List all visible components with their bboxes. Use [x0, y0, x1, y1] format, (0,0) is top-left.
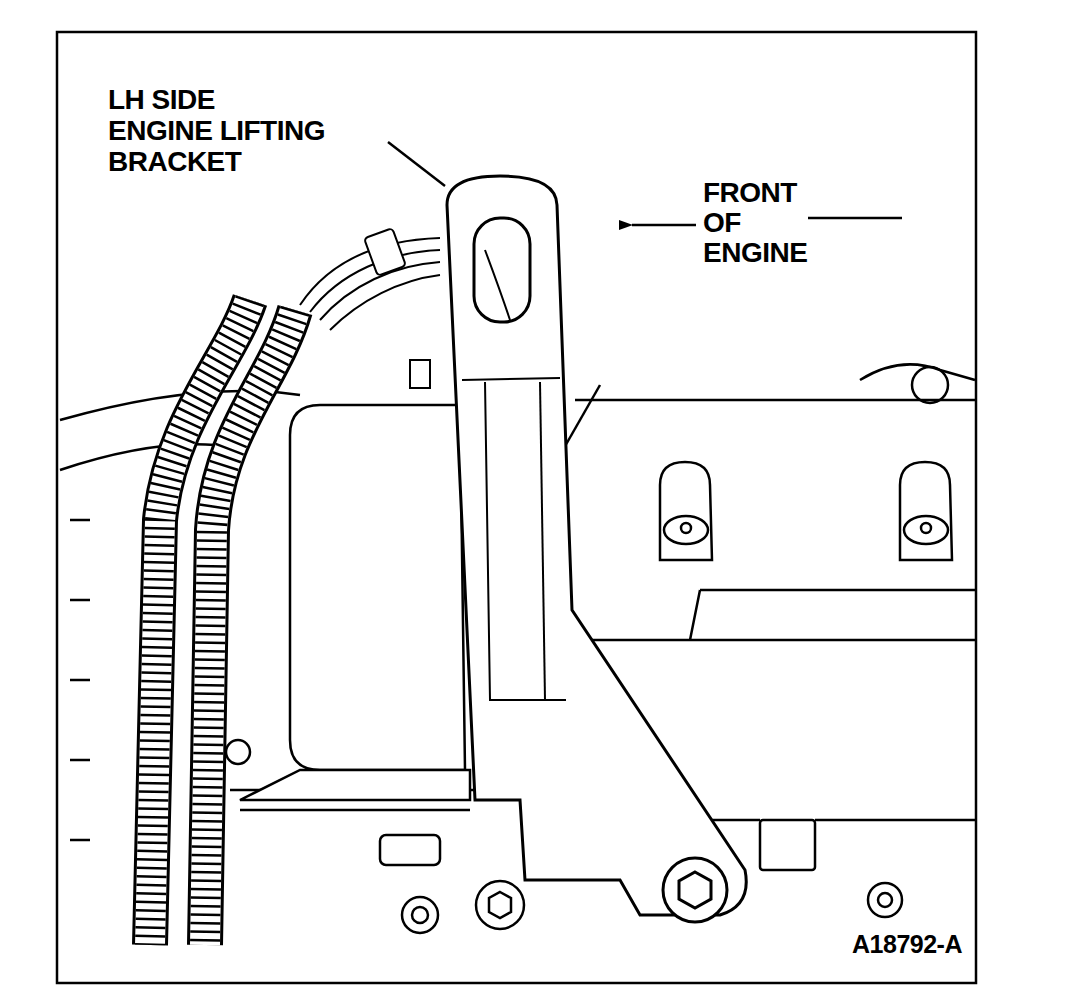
direction-label-line: ENGINE — [703, 238, 807, 268]
fastener-bolt — [412, 907, 428, 923]
direction-arrow — [808, 217, 902, 220]
corrugated-hose — [205, 310, 295, 945]
bolt-boss — [660, 462, 952, 560]
fastener-bolt — [402, 897, 438, 933]
part-label: LH SIDE ENGINE LIFTING BRACKET — [108, 84, 325, 177]
lifting-bracket — [663, 858, 727, 922]
fastener-bolt — [868, 883, 902, 917]
lifting-bracket — [485, 250, 510, 320]
engine-outline — [70, 520, 90, 840]
coil-block — [380, 835, 440, 865]
figure-number: A18792-A — [852, 930, 962, 958]
part-label-line: ENGINE LIFTING — [108, 115, 325, 146]
bolt-boss — [904, 516, 948, 544]
bolt-boss — [921, 523, 931, 533]
bolt-boss — [664, 516, 708, 544]
lifting-bracket — [485, 382, 566, 700]
part-label-line: LH SIDE — [108, 84, 325, 115]
lifting-bracket — [474, 218, 530, 322]
corrugated-hose — [205, 310, 295, 945]
wire-bundle — [410, 360, 430, 388]
engine-outline — [912, 367, 948, 403]
engine-outline — [575, 399, 975, 402]
direction-arrow — [632, 218, 902, 225]
bolt-boss — [900, 462, 952, 560]
bolt-boss — [681, 523, 691, 533]
wire-bundle — [300, 228, 440, 388]
direction-label: FRONT OF ENGINE — [703, 178, 807, 268]
bolt-boss — [660, 462, 712, 560]
coil-block — [226, 740, 250, 764]
direction-label-line: OF — [703, 208, 807, 238]
coil-block — [226, 405, 470, 865]
direction-arrow — [632, 224, 696, 227]
fastener-bolt — [476, 881, 524, 929]
fastener-bolt — [878, 893, 892, 907]
coil-block — [240, 770, 470, 800]
lifting-bracket — [679, 872, 711, 908]
lifting-bracket — [540, 382, 545, 700]
fastener-bolt — [489, 892, 511, 918]
coil-block — [290, 405, 465, 770]
corrugated-hose — [150, 300, 295, 945]
wire-bundle — [364, 228, 406, 276]
leader-line — [388, 142, 445, 186]
leader-line — [388, 142, 445, 186]
lifting-bracket — [447, 176, 746, 915]
engine-outline — [590, 590, 975, 640]
corrugated-hose — [205, 310, 295, 945]
frame-border — [57, 32, 976, 983]
lifting-bracket — [447, 176, 746, 922]
direction-label-line: FRONT — [703, 178, 807, 208]
lifting-bracket — [462, 378, 560, 380]
engine-outline — [760, 820, 815, 870]
wire-bundle — [330, 275, 440, 330]
part-label-line: BRACKET — [108, 146, 325, 177]
fastener-bolt — [402, 881, 902, 933]
